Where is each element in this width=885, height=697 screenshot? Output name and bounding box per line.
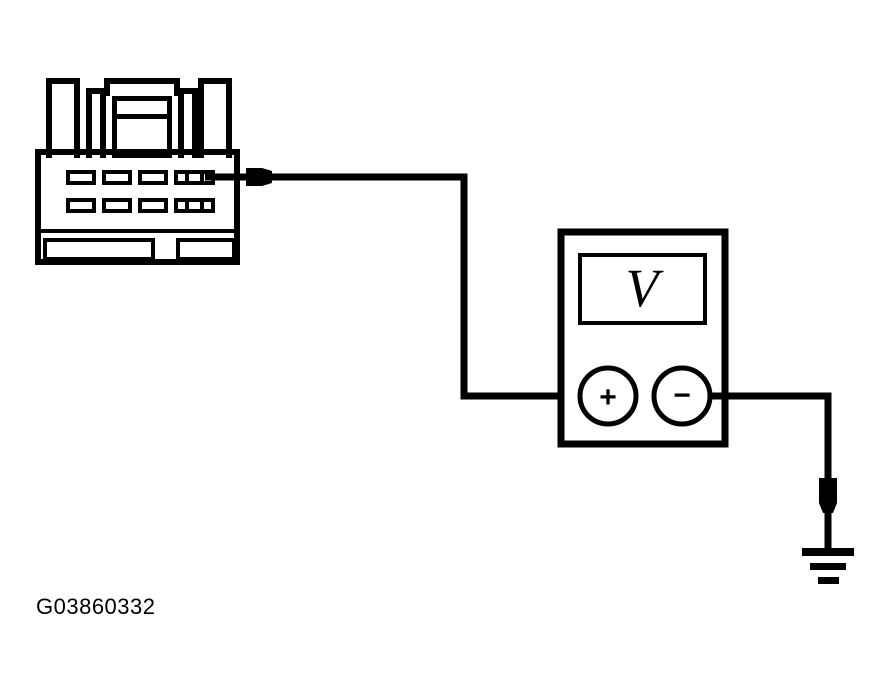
figure-id-label: G03860332 [36,594,156,619]
connector-pins-top-row [66,170,215,185]
voltmeter: V + − [557,228,729,448]
negative-terminal-to-ground-wire [708,392,832,478]
positive-terminal[interactable]: + [577,365,639,427]
connector-pins-bottom-row [66,198,215,213]
positive-test-probe [205,168,272,186]
meter-display [578,253,707,325]
negative-terminal-symbol: − [673,379,691,412]
chassis-ground-symbol [802,548,854,584]
electrical-connector [35,78,240,265]
connector-body [35,149,240,265]
meter-display-value: V [626,258,665,318]
probe-to-positive-terminal-wire [270,173,583,400]
negative-terminal[interactable]: − [651,365,713,427]
ground-test-probe [819,478,837,551]
positive-terminal-symbol: + [599,381,617,414]
connector-lock-tabs [46,78,232,158]
